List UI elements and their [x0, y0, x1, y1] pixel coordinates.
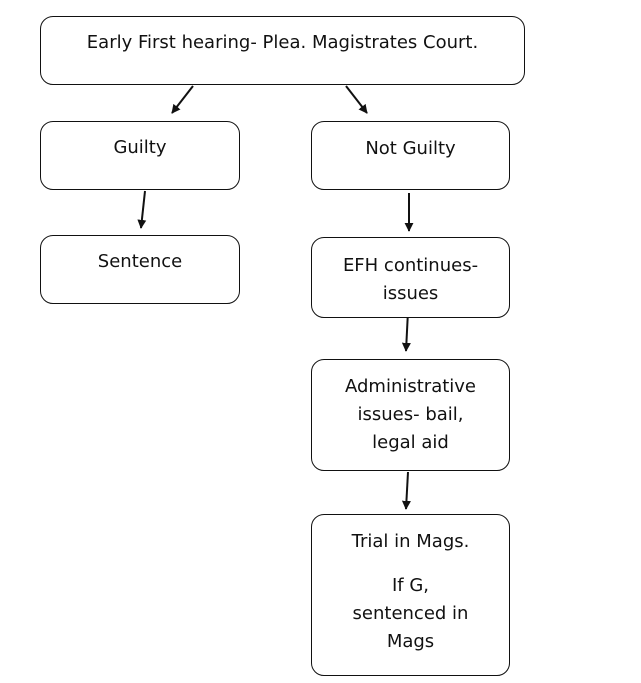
node-trial-line: sentenced in [352, 603, 469, 624]
arrow-top-to-not-guilty [345, 85, 368, 114]
node-not-guilty: Not Guilty [311, 121, 510, 190]
node-early-first-hearing: Early First hearing- Plea. Magistrates C… [40, 16, 525, 85]
node-administrative-issues: Administrative issues- bail, legal aid [311, 359, 510, 471]
node-efh-continues: EFH continues- issues [311, 237, 510, 318]
node-efh-line: issues [382, 283, 439, 304]
node-guilty: Guilty [40, 121, 240, 190]
arrow-guilty-to-sentence [137, 190, 147, 229]
node-admin-line: legal aid [372, 432, 449, 453]
arrow-admin-to-trial [401, 471, 411, 510]
node-guilty-label: Guilty [113, 137, 167, 158]
node-sentence-label: Sentence [97, 251, 183, 272]
node-efh-line: EFH continues- [342, 255, 479, 276]
node-trial-line: Mags [386, 631, 435, 652]
arrow-top-to-guilty [171, 85, 194, 114]
node-not-guilty-label: Not Guilty [365, 138, 456, 159]
node-early-first-hearing-label: Early First hearing- Plea. Magistrates C… [86, 32, 479, 53]
node-trial-in-mags: Trial in Mags. If G, sentenced in Mags [311, 514, 510, 676]
node-sentence: Sentence [40, 235, 240, 304]
node-admin-line: issues- bail, [357, 404, 464, 425]
node-trial-line: If G, [391, 575, 430, 596]
node-admin-line: Administrative [344, 376, 477, 397]
node-trial-heading: Trial in Mags. [351, 531, 470, 552]
